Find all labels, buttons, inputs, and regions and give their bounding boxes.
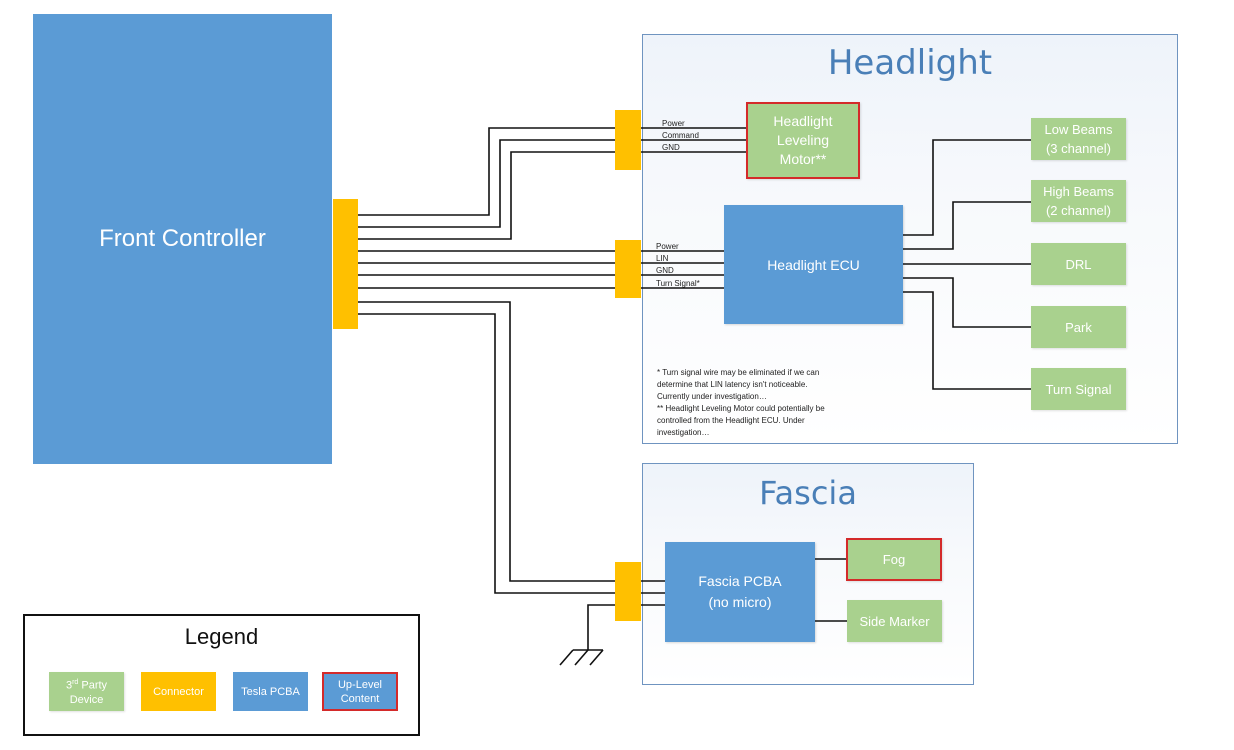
motor-wire-label-command: Command (662, 131, 699, 140)
note-line: determine that LIN latency isn't noticea… (657, 380, 808, 389)
park-label: Park (1065, 319, 1092, 335)
fog: Fog (846, 538, 942, 581)
wire-fascia-2 (358, 313, 615, 594)
low-beams-label: Low Beams (1044, 122, 1113, 137)
fascia-pcba-label: Fascia PCBA (698, 573, 782, 589)
front-controller: Front Controller (33, 14, 332, 464)
wire-fascia-1 (358, 301, 615, 582)
drl: DRL (1031, 243, 1126, 285)
motor-wire-label-power: Power (662, 119, 685, 128)
headlight-notes: * Turn signal wire may be eliminated if … (657, 367, 825, 439)
legend-uplevel-content: Up-Level Content (322, 672, 398, 711)
high-beams-sublabel: (2 channel) (1045, 203, 1112, 218)
wire-motor-power (358, 127, 615, 216)
legend-uplevel-line2: Content (340, 692, 380, 705)
note-line: * Turn signal wire may be eliminated if … (657, 368, 820, 377)
legend-uplevel-line1: Up-Level (337, 678, 383, 691)
legend-third-party-line1: 3rd Party (65, 679, 108, 692)
fog-label: Fog (882, 552, 906, 567)
legend-tesla-pcba: Tesla PCBA (233, 672, 308, 711)
legend-connector-label: Connector (153, 685, 204, 698)
fascia-pcba: Fascia PCBA (no micro) (665, 542, 815, 642)
turn-signal-label: Turn Signal (1045, 381, 1112, 397)
ecu-wire-label-power: Power (656, 242, 679, 251)
ecu-wire-label-gnd: GND (656, 266, 674, 275)
high-beams-label: High Beams (1043, 184, 1114, 199)
front-controller-label: Front Controller (99, 225, 266, 252)
note-line: investigation… (657, 428, 710, 437)
turn-signal: Turn Signal (1031, 368, 1126, 410)
legend-tesla-pcba-label: Tesla PCBA (241, 685, 300, 698)
drl-label: DRL (1065, 256, 1092, 272)
headlight-leveling-motor: Headlight Leveling Motor** (746, 102, 860, 179)
headlight-ecu-label: Headlight ECU (767, 256, 860, 273)
motor-label-line-2: Leveling (776, 132, 830, 148)
motor-connector (615, 110, 641, 170)
wire-fascia-ground (587, 604, 615, 650)
legend: Legend 3rd Party Device Connector Tesla … (23, 614, 420, 736)
side-marker-label: Side Marker (859, 613, 930, 629)
motor-label-line-1: Headlight (773, 113, 833, 129)
motor-label-line-3: Motor** (779, 151, 827, 167)
fascia-title: Fascia (759, 474, 857, 512)
note-line: ** Headlight Leveling Motor could potent… (657, 404, 825, 413)
park: Park (1031, 306, 1126, 348)
legend-title: Legend (184, 624, 259, 649)
legend-third-party: 3rd Party Device (49, 672, 124, 711)
fascia-connector (615, 562, 641, 621)
wire-motor-gnd (358, 151, 615, 240)
low-beams: Low Beams (3 channel) (1031, 118, 1126, 160)
headlight-ecu: Headlight ECU (724, 205, 903, 324)
high-beams: High Beams (2 channel) (1031, 180, 1126, 222)
ecu-wire-label-turn-signal: Turn Signal* (656, 279, 700, 288)
front-controller-connector (333, 199, 358, 329)
motor-wire-label-gnd: GND (662, 143, 680, 152)
ecu-connector (615, 240, 641, 298)
legend-connector: Connector (141, 672, 216, 711)
note-line: controlled from the Headlight ECU. Under (657, 416, 805, 425)
side-marker: Side Marker (847, 600, 942, 642)
low-beams-sublabel: (3 channel) (1045, 141, 1112, 156)
note-line: Currently under investigation… (657, 392, 767, 401)
legend-third-party-line2: Device (69, 693, 104, 706)
ecu-wire-label-lin: LIN (656, 254, 669, 263)
wire-motor-command (358, 139, 615, 228)
fascia-pcba-sublabel: (no micro) (708, 594, 772, 610)
headlight-title: Headlight (827, 43, 993, 83)
